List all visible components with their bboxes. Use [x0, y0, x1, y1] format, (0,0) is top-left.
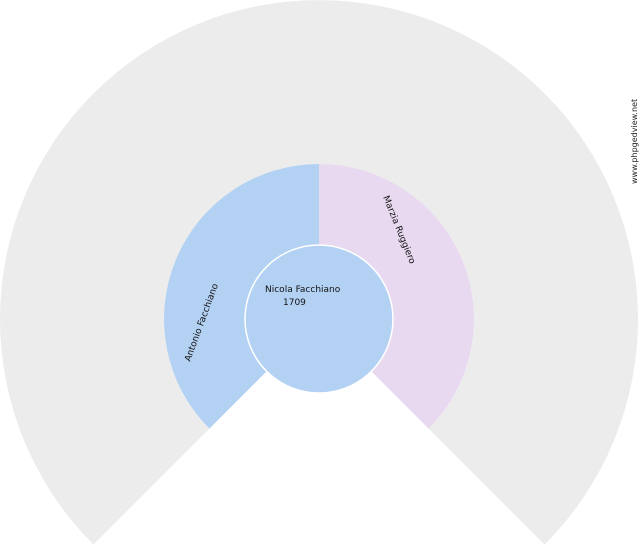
- mother-segment[interactable]: [319, 164, 474, 429]
- root-person-circle[interactable]: [244, 244, 394, 394]
- father-segment[interactable]: [164, 164, 319, 429]
- root-person-name: Nicola Facchiano: [265, 285, 341, 295]
- root-person-year: 1709: [283, 298, 306, 308]
- watermark: www.phpgedview.net: [630, 99, 639, 184]
